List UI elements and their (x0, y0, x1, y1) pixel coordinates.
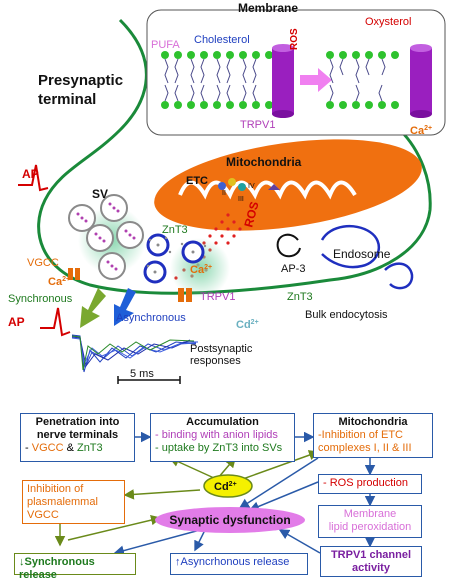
inhibition-line-1: Inhibition of (27, 483, 84, 495)
endosome-label: Endosome (333, 247, 391, 261)
ap3-vesicle (276, 233, 301, 258)
penetration-title-2: nerve terminals (36, 429, 119, 441)
ap-top-label: AP (22, 167, 39, 181)
mito-line-2: complexes I, II & III (318, 442, 412, 454)
znt3-top-label: ZnT3 (162, 224, 188, 236)
znt3-vesicle-dots (146, 236, 207, 274)
cd-center-ellipse (203, 474, 253, 498)
synaptic-dysfunction-ellipse (155, 507, 305, 533)
trpv1-channel-bottom (178, 288, 192, 302)
trpv1-channel-right (410, 44, 432, 118)
endosome (320, 224, 381, 269)
ros-production-label: - ROS production (323, 477, 408, 489)
sync-release-box: ↓Synchronous release (14, 553, 136, 581)
asynchronous-label: Asynchronous (116, 312, 186, 324)
membrane-lp-line-1: Membrane (343, 508, 397, 520)
ros-mito-label: ROS (241, 200, 261, 229)
bulk-endocytosis-label: Bulk endocytosis (305, 309, 388, 321)
znt3-vesicles (143, 233, 205, 284)
lipid-bilayer-right (326, 51, 399, 109)
penetration-box: Penetration into nerve terminals - VGCC … (20, 413, 135, 462)
presynaptic-terminal-outline (37, 18, 432, 295)
ca2-left-label: Ca2+ (48, 276, 70, 288)
presynaptic-label: Presynaptic (38, 72, 123, 89)
sv-contents (76, 202, 136, 271)
vgcc-channel (68, 268, 80, 280)
cd-center-label: Cd2+ (214, 481, 237, 493)
etc-label: ETC (186, 175, 208, 187)
trpv1-bottom-label: TRPV1 (200, 291, 235, 303)
sync-release-label: ↓Synchronous release (19, 556, 95, 581)
trpv1-channel-left (272, 44, 294, 118)
postsynaptic-traces (71, 334, 198, 373)
znt3-bottom-label: ZnT3 (287, 291, 313, 303)
ca2-center-label: Ca2+ (190, 264, 212, 276)
transition-arrow (300, 68, 332, 92)
complex-iii-label: III (238, 196, 244, 203)
lipid-bilayer-left (161, 51, 273, 109)
mitochondria-box: Mitochondria -Inhibition of ETC complexe… (313, 413, 433, 458)
penetration-title-1: Penetration into (35, 416, 120, 428)
sv-label: SV (92, 187, 108, 201)
asynchronous-arrow (114, 288, 136, 326)
postsynaptic-label-2: responses (190, 355, 241, 367)
cd2-label: Cd2+ (236, 319, 259, 331)
etc-complexes (218, 178, 280, 191)
trpv1-membrane-label: TRPV1 (240, 119, 275, 131)
penetration-vgcc: VGCC (31, 442, 64, 454)
accumulation-line-2: - uptake by ZnT3 into SVs (155, 442, 283, 454)
ap3-label: AP-3 (281, 263, 305, 275)
postsynaptic-label-1: Postsynaptic (190, 343, 253, 355)
trpv1-activity-line-2: activity (352, 562, 390, 574)
terminal-label: terminal (38, 91, 96, 108)
inhibition-line-2: plasmalemmal (27, 496, 98, 508)
mitochondria-label: Mitochondria (226, 155, 302, 169)
accumulation-box: Accumulation - binding with anion lipids… (150, 413, 295, 462)
ap-bottom-label: AP (8, 315, 25, 329)
pufa-label: PUFA (151, 39, 180, 51)
synaptic-dysfunction-label: Synaptic dysfunction (169, 513, 290, 527)
ca2-membrane-label: Ca2+ (410, 125, 432, 137)
inhibition-line-3: VGCC (27, 509, 59, 521)
membrane-title: Membrane (238, 1, 298, 15)
synchronous-arrow (80, 288, 106, 328)
ros-production-box: - ROS production (318, 474, 422, 494)
penetration-znt3: ZnT3 (76, 442, 103, 454)
async-release-label: ↑Asyncrhonous release (175, 556, 290, 568)
membrane-lp-box: Membrane lipid peroxidation (318, 505, 422, 538)
scale-label: 5 ms (130, 368, 154, 380)
membrane-lp-line-2: lipid peroxidation (328, 521, 412, 533)
oxysterol-label: Oxysterol (365, 16, 411, 28)
synchronous-label: Synchronous (8, 293, 73, 305)
mito-box-title: Mitochondria (338, 416, 408, 428)
penetration-line: - VGCC & ZnT3 (25, 442, 103, 454)
accumulation-title: Accumulation (186, 416, 259, 428)
mito-line-1: -Inhibition of ETC (318, 429, 403, 441)
ap-spike-top (18, 164, 49, 192)
inhibition-box: Inhibition of plasmalemmal VGCC (22, 480, 125, 524)
mitochondrion (154, 139, 422, 231)
accumulation-line-1: - binding with anion lipids (155, 429, 278, 441)
ap-spike-bottom (40, 307, 71, 337)
ros-membrane-label: ROS (289, 28, 300, 50)
trpv1-activity-box: TRPV1 channel activity (320, 546, 422, 577)
async-release-box: ↑Asyncrhonous release (170, 553, 308, 575)
complex-iv-label: IV (248, 183, 255, 190)
cholesterol-label: Cholesterol (194, 34, 250, 46)
complex-ii-label: II (222, 190, 226, 197)
trpv1-activity-line-1: TRPV1 channel (330, 549, 412, 561)
bulk-endocytosis-loop (384, 262, 414, 290)
vgcc-label: VGCC (27, 257, 59, 269)
